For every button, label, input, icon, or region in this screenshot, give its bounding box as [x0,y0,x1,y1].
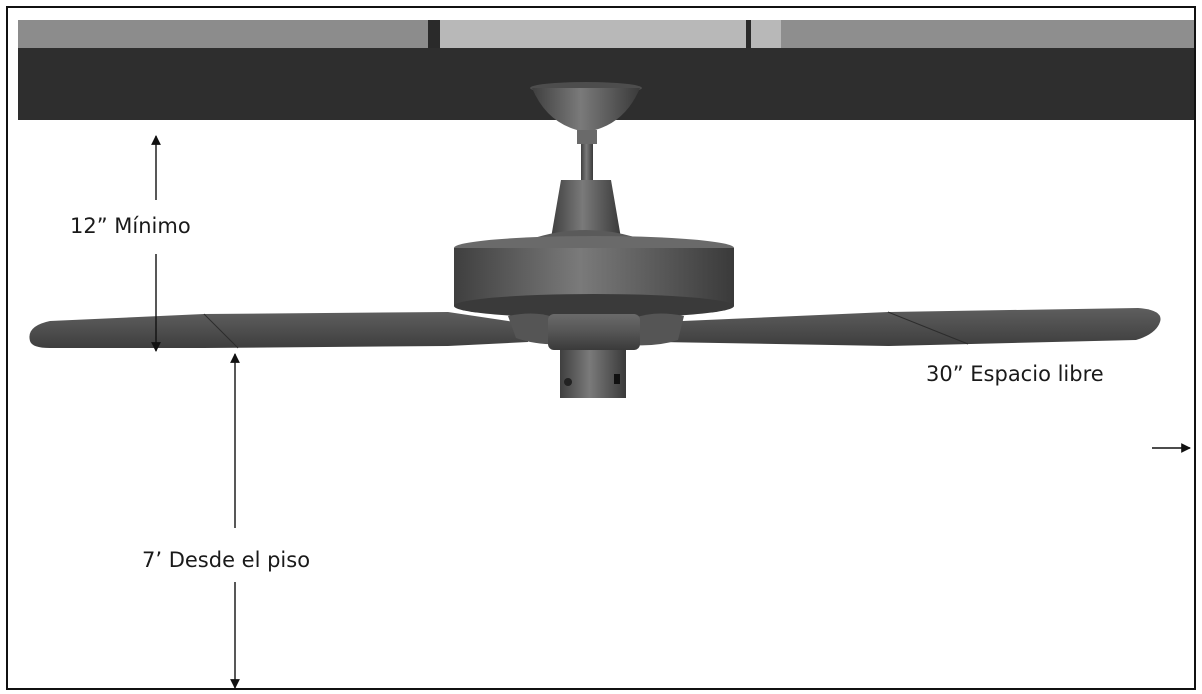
housing-bottom [454,294,734,318]
min-clearance-label: 12” Mínimo [66,212,195,241]
blade-right-seam [887,311,969,345]
ceiling-panel-left [18,20,428,48]
floor-height-label: 7’ Desde el piso [138,546,315,575]
canopy [532,88,640,132]
motor-yoke [551,180,621,242]
blade-right [660,308,1161,346]
ceiling-panel-center [751,20,781,48]
ceiling-panel-right [781,20,1194,48]
downrod [581,144,593,180]
ceiling-joint [428,20,440,48]
fan-clearance-diagram [18,20,1194,688]
downrod-collar [577,130,597,144]
diagram-frame: 12” Mínimo 7’ Desde el piso 30” Espacio … [6,6,1196,690]
pull-switch [614,374,620,384]
ceiling-panel-center [440,20,746,48]
ceiling-joint [746,20,751,48]
blade-left-seam [203,313,239,349]
blade-left [29,312,529,348]
side-clearance-label: 30” Espacio libre [922,360,1108,389]
switch-housing [548,314,640,350]
ceiling-fan [29,82,1161,398]
screw [564,378,572,386]
